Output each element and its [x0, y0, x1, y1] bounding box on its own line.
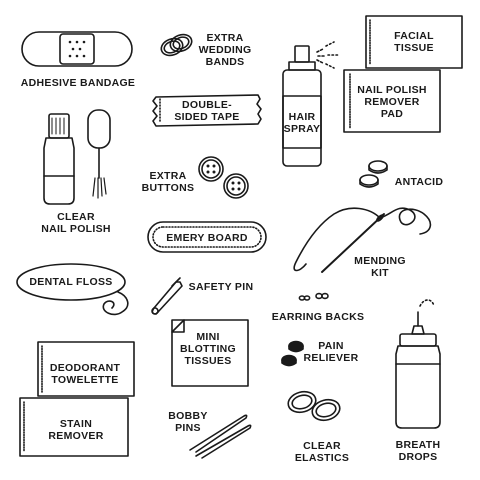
deodorant-towelette-label: DEODORANT TOWELETTE — [49, 362, 121, 386]
double-sided-tape-label: DOUBLE- SIDED TAPE — [174, 99, 240, 123]
facial-tissue-icon — [365, 15, 463, 69]
bobby-pins-label: BOBBY PINS — [168, 410, 208, 434]
deodorant-towelette-icon — [37, 341, 135, 397]
hair-spray-label: HAIR SPRAY — [283, 111, 321, 135]
mini-blotting-tissues-label: MINI BLOTTING TISSUES — [179, 331, 237, 367]
pain-reliever-label: PAIN RELIEVER — [303, 340, 359, 364]
emery-board-icon — [147, 221, 267, 253]
mending-kit-label: MENDING KIT — [354, 255, 406, 279]
extra-buttons-label: EXTRA BUTTONS — [141, 170, 195, 194]
bobby-pins-icon — [189, 414, 252, 459]
earring-backs-label: EARRING BACKS — [271, 311, 365, 323]
earring-backs-icon — [298, 292, 329, 301]
emery-board-label: EMERY BOARD — [166, 232, 248, 244]
stain-remover-label: STAIN REMOVER — [48, 418, 104, 442]
dental-floss-label: DENTAL FLOSS — [29, 276, 113, 288]
clear-elastics-icon — [287, 390, 341, 422]
extra-buttons-icon — [198, 156, 249, 199]
safety-pin-icon — [151, 277, 183, 315]
facial-tissue-label: FACIAL TISSUE — [394, 30, 434, 54]
mini-blotting-tissues-icon — [171, 319, 249, 387]
clear-nail-polish-icon — [43, 109, 111, 205]
clear-elastics-label: CLEAR ELASTICS — [294, 440, 350, 464]
antacid-label: ANTACID — [394, 176, 444, 188]
adhesive-bandage-label: ADHESIVE BANDAGE — [20, 77, 136, 89]
pain-reliever-icon — [281, 340, 304, 367]
extra-wedding-bands-label: EXTRA WEDDING BANDS — [198, 32, 252, 68]
stain-remover-icon — [19, 397, 129, 457]
wedding-bands-icon — [160, 33, 193, 57]
antacid-icon — [359, 160, 388, 188]
nail-polish-remover-pad-icon — [343, 69, 441, 133]
dental-floss-icon — [16, 263, 129, 316]
breath-drops-icon — [395, 299, 441, 429]
safety-pin-label: SAFETY PIN — [188, 281, 254, 293]
mending-kit-icon — [293, 207, 432, 273]
clear-nail-polish-label: CLEAR NAIL POLISH — [41, 211, 111, 235]
double-sided-tape-icon — [152, 94, 262, 127]
nail-polish-remover-pad-label: NAIL POLISH REMOVER PAD — [357, 84, 427, 120]
hair-spray-icon — [282, 41, 339, 167]
breath-drops-label: BREATH DROPS — [395, 439, 441, 463]
adhesive-bandage-icon — [21, 31, 133, 67]
